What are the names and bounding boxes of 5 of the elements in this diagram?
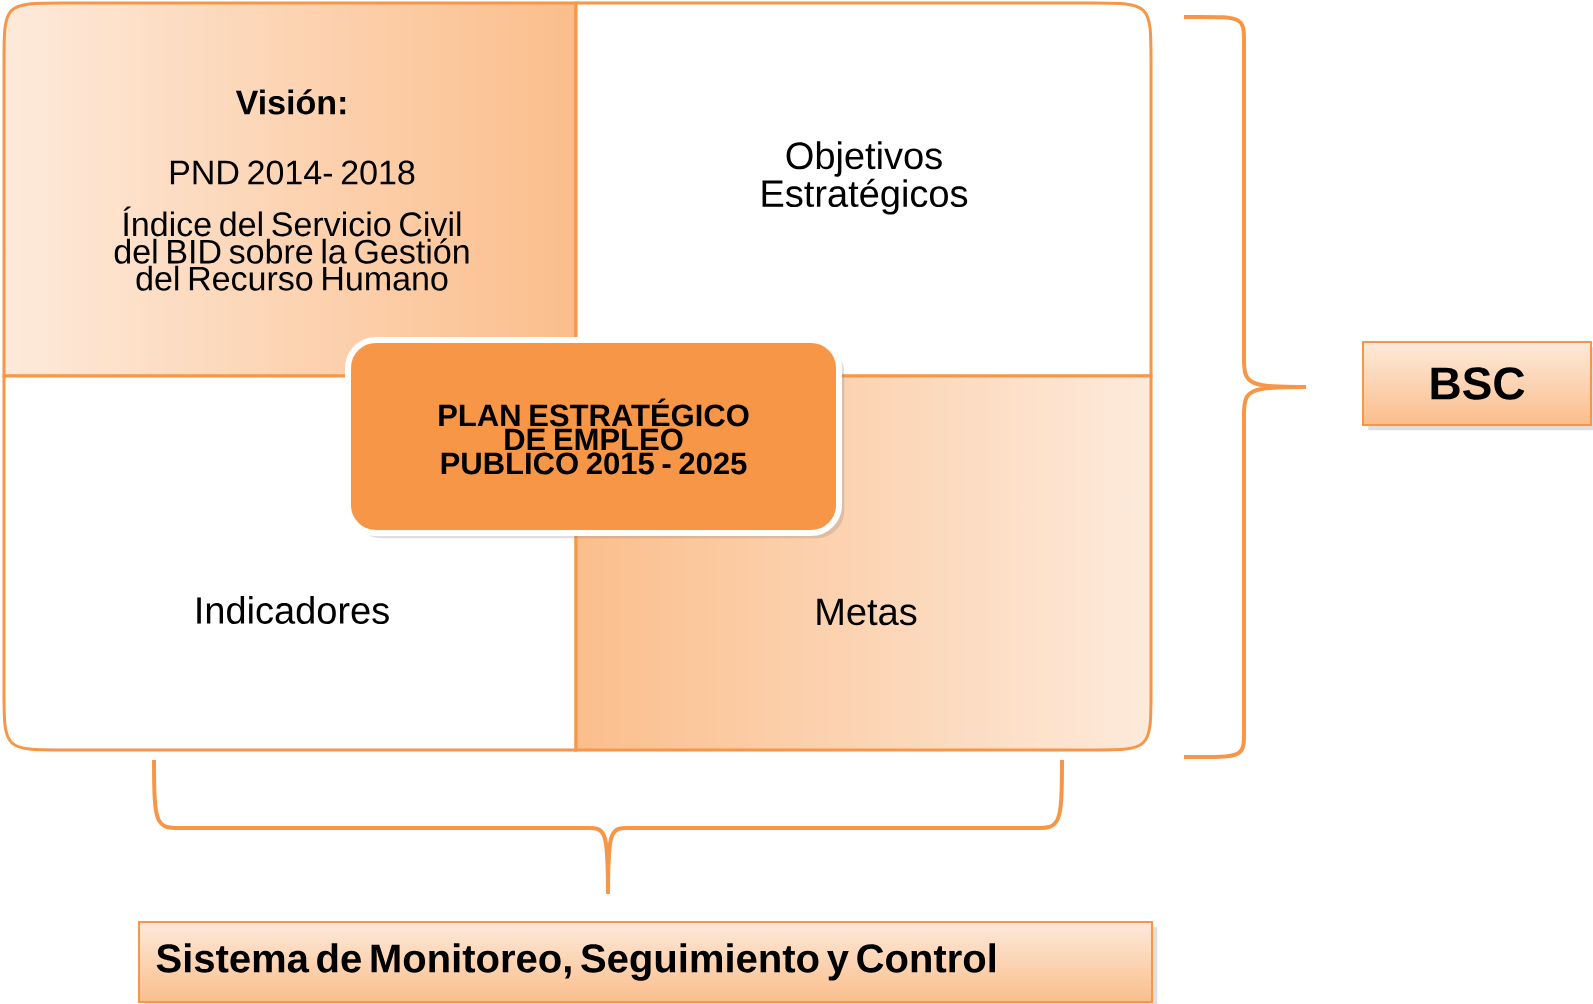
title-box: PLAN ESTRATÉGICO DE EMPLEO PUBLICO 2015 - 2025 xyxy=(345,337,845,539)
quadrant-box: Visión: PND 2014- 2018 Índice del Servicio Civil del BID sobre la Gestión del Recurso Humano xyxy=(2,1,578,378)
label-box: Sistema de Monitoreo, Seguimiento y Control xyxy=(138,921,1158,1004)
quadrant-box: Objetivos Estratégicos xyxy=(574,1,1153,378)
label-box: BSC xyxy=(1362,341,1593,431)
